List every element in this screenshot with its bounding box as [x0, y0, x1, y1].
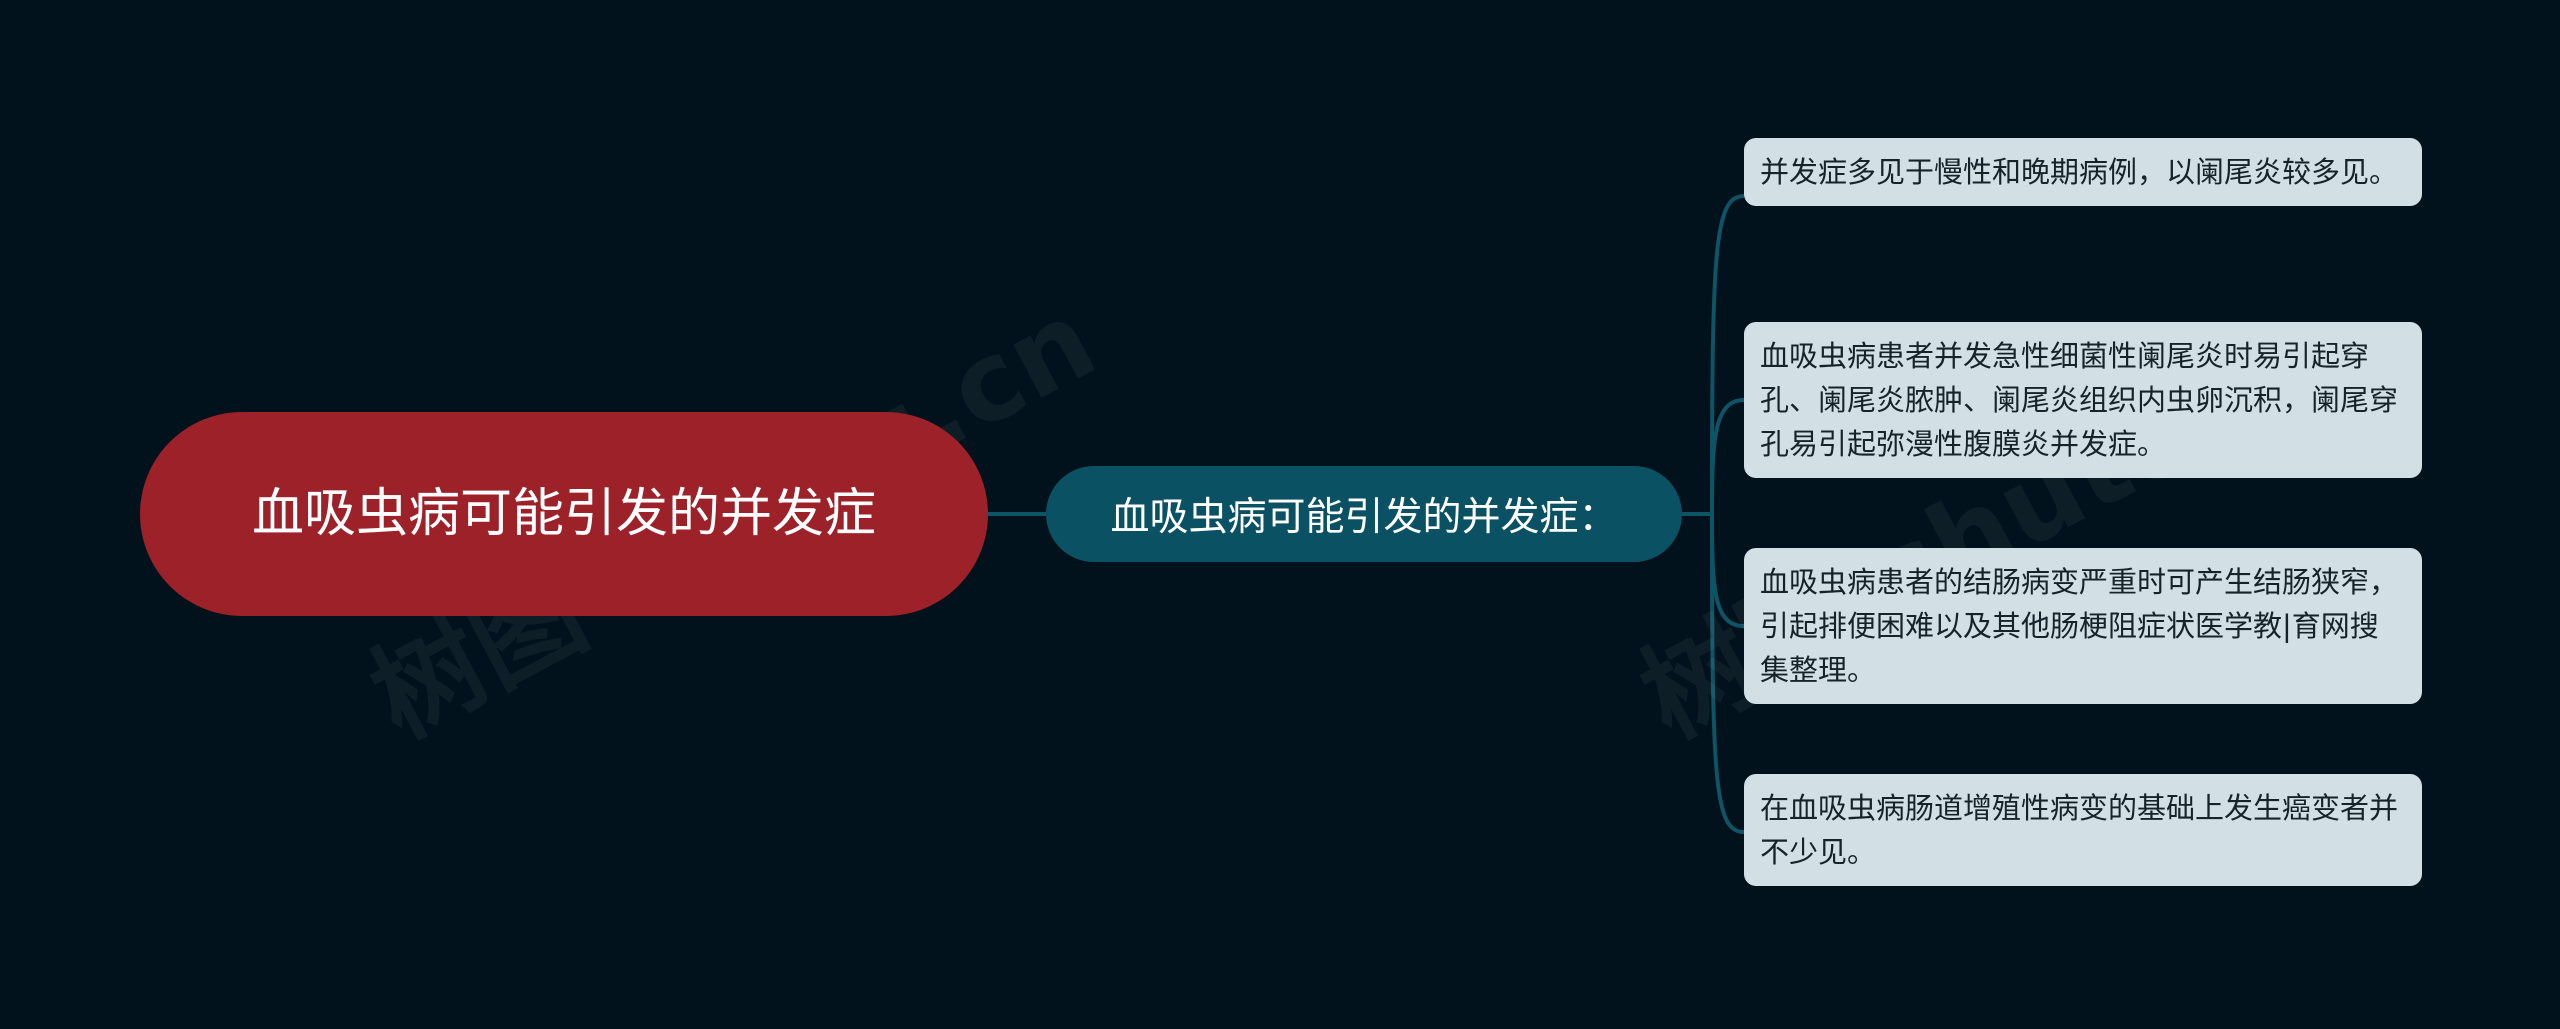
leaf-node-1[interactable]: 并发症多见于慢性和晚期病例，以阑尾炎较多见。 [1744, 138, 2422, 206]
root-node[interactable]: 血吸虫病可能引发的并发症 [140, 412, 988, 616]
leaf-node-label: 血吸虫病患者的结肠病变严重时可产生结肠狭窄，引起排便困难以及其他肠梗阻症状医学教… [1760, 565, 2399, 687]
leaf-node-label: 在血吸虫病肠道增殖性病变的基础上发生癌变者并不少见。 [1760, 791, 2399, 869]
connector-leaf-2 [1710, 398, 1745, 515]
leaf-node-2[interactable]: 血吸虫病患者并发急性细菌性阑尾炎时易引起穿孔、阑尾炎脓肿、阑尾炎组织内虫卵沉积，… [1744, 322, 2422, 478]
leaf-node-4[interactable]: 在血吸虫病肠道增殖性病变的基础上发生癌变者并不少见。 [1744, 774, 2422, 886]
connector-leaf-1 [1710, 194, 1745, 515]
root-node-label: 血吸虫病可能引发的并发症 [251, 484, 876, 544]
leaf-node-label: 并发症多见于慢性和晚期病例，以阑尾炎较多见。 [1760, 155, 2399, 189]
connector-leaf-3 [1710, 513, 1745, 628]
branch-node[interactable]: 血吸虫病可能引发的并发症： [1046, 466, 1682, 562]
leaf-node-label: 血吸虫病患者并发急性细菌性阑尾炎时易引起穿孔、阑尾炎脓肿、阑尾炎组织内虫卵沉积，… [1760, 339, 2399, 461]
leaf-node-3[interactable]: 血吸虫病患者的结肠病变严重时可产生结肠狭窄，引起排便困难以及其他肠梗阻症状医学教… [1744, 548, 2422, 704]
branch-node-label: 血吸虫病可能引发的并发症： [1110, 495, 1618, 540]
connector-leaf-4 [1710, 513, 1745, 834]
